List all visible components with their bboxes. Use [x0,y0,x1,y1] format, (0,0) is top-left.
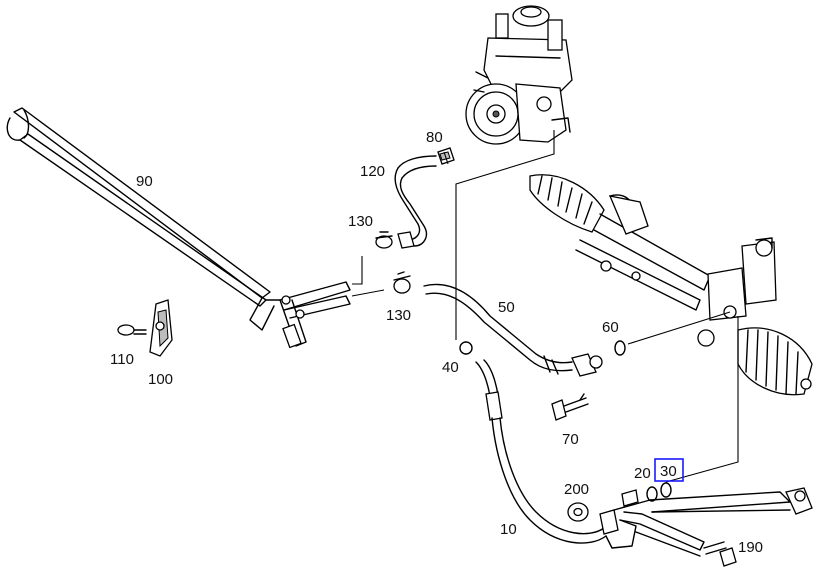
callout-20[interactable]: 20 [634,465,651,482]
clamp-130-lower[interactable] [393,271,411,294]
banjo-bolt-70[interactable] [551,393,589,421]
callout-130-upper[interactable]: 130 [348,213,373,230]
pressure-hose-50[interactable] [423,283,603,377]
cooler-pipe-90[interactable] [6,107,351,349]
callout-190[interactable]: 190 [738,539,763,556]
callout-30-highlight [654,458,684,482]
callout-200[interactable]: 200 [564,481,589,498]
o-ring-20[interactable] [646,486,658,502]
pressure-line-10[interactable] [475,359,813,557]
callout-10[interactable]: 10 [500,521,517,538]
o-ring-30[interactable] [660,482,672,498]
steering-rack [529,174,813,396]
o-ring-60[interactable] [614,340,626,356]
callout-130-lower[interactable]: 130 [386,307,411,324]
o-ring-40[interactable] [459,341,473,355]
callout-120[interactable]: 120 [360,163,385,180]
suction-hose-120[interactable] [394,155,437,249]
leader-lines [351,130,739,483]
callout-70[interactable]: 70 [562,431,579,448]
callout-90[interactable]: 90 [136,173,153,190]
callout-labels: 90 80 120 130 130 50 60 40 110 100 70 20… [110,129,763,556]
bracket-100[interactable] [149,299,173,357]
bolt-190[interactable] [703,541,737,567]
callout-80[interactable]: 80 [426,129,443,146]
callout-60[interactable]: 60 [602,319,619,336]
callout-30[interactable]: 30 [660,463,677,480]
callout-40[interactable]: 40 [442,359,459,376]
clamp-130-upper[interactable] [375,231,393,249]
bolt-110[interactable] [117,324,147,336]
callout-110[interactable]: 110 [110,351,134,368]
power-steering-pump [465,5,573,145]
clamp-80[interactable] [437,147,455,165]
callout-100[interactable]: 100 [148,371,173,388]
callout-50[interactable]: 50 [498,299,515,316]
washer-200[interactable] [567,502,589,522]
